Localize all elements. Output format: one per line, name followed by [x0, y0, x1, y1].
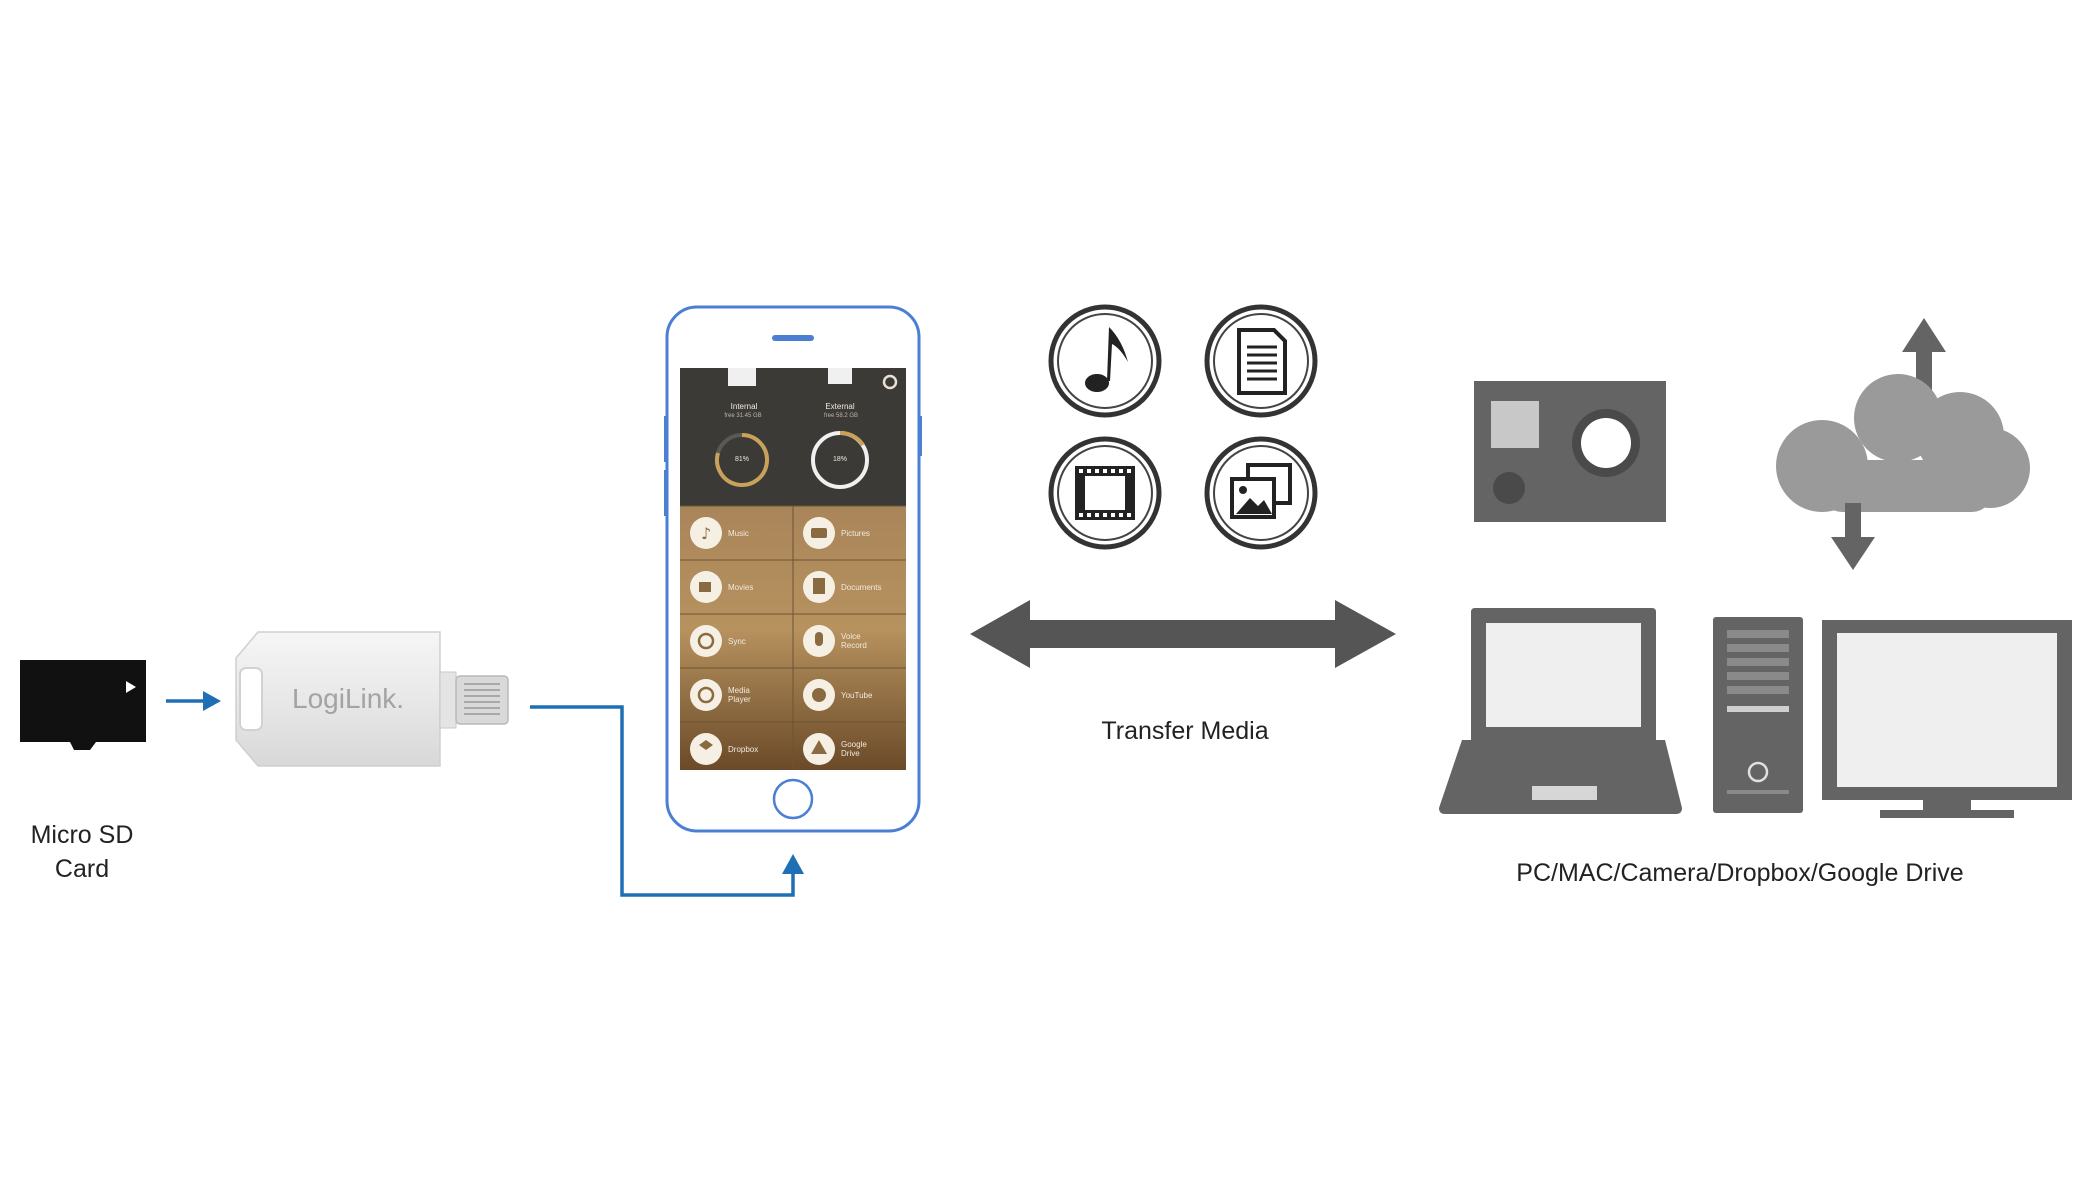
film-icon — [1048, 436, 1162, 550]
internal-usage-ring — [715, 433, 769, 487]
lightning-connector-pins — [464, 683, 500, 715]
cloud-upload-arrow — [1902, 318, 1946, 398]
music-app-icon — [690, 517, 722, 549]
menu-item-media-player: Media Player — [728, 686, 751, 704]
camera-icon — [1474, 381, 1666, 522]
menu-item-youtube: YouTube — [841, 691, 873, 700]
phone-home-button — [772, 778, 814, 820]
external-percent-label: 18% — [832, 456, 847, 463]
external-storage-label: External — [825, 402, 855, 411]
internal-free-label: free 31.45 GB — [724, 413, 762, 419]
card-reader — [235, 631, 509, 767]
transfer-media-caption: Transfer Media — [1101, 717, 1269, 745]
laptop-icon — [1439, 608, 1682, 814]
media-icons-group — [1048, 304, 1318, 550]
pictures-icon — [1204, 436, 1318, 550]
music-note-icon — [1048, 304, 1162, 418]
menu-item-voice-record: Voice Record — [841, 632, 867, 650]
external-device-icon — [828, 368, 852, 384]
internal-storage-label: Internal — [730, 402, 758, 411]
arrow-reader-to-phone — [530, 705, 804, 897]
app-storage-header — [680, 368, 906, 506]
transfer-double-arrow — [970, 600, 1396, 668]
micro-sd-card — [20, 660, 146, 750]
devices-caption: PC/MAC/Camera/Dropbox/Google Drive — [1516, 859, 1964, 887]
internal-percent-label: 81% — [734, 456, 749, 463]
menu-item-google-drive: Google Drive — [841, 740, 867, 758]
pc-tower-icon — [1713, 617, 1803, 813]
settings-gear-icon — [882, 374, 898, 390]
menu-item-music: Music — [728, 529, 749, 538]
media-player-app-icon — [690, 679, 722, 711]
menu-item-movies: Movies — [728, 583, 754, 592]
menu-item-dropbox: Dropbox — [728, 745, 759, 754]
monitor-icon — [1822, 620, 2072, 818]
sync-app-icon — [690, 625, 722, 657]
sd-arrow-mark — [126, 681, 136, 693]
svg-text:♪: ♪ — [701, 524, 711, 543]
menu-item-documents: Documents — [841, 583, 882, 592]
external-free-label: free 58.2 GB — [823, 413, 859, 419]
external-usage-ring — [839, 430, 865, 447]
internal-device-icon — [728, 368, 756, 386]
cloud-download-arrow — [1831, 503, 1875, 570]
cloud-icon — [1776, 318, 2030, 570]
smartphone: ♪ — [664, 305, 922, 833]
arrow-sd-to-reader — [166, 691, 221, 711]
phone-speaker — [772, 335, 814, 341]
menu-item-sync: Sync — [728, 637, 746, 646]
sd-caption-line1: Micro SD — [30, 821, 134, 849]
menu-item-pictures: Pictures — [841, 529, 870, 538]
sd-card-caption: Micro SD Card — [0, 818, 164, 886]
reader-brand-label: LogiLink. — [292, 683, 405, 714]
document-icon — [1204, 304, 1318, 418]
sd-caption-line2: Card — [54, 855, 110, 883]
